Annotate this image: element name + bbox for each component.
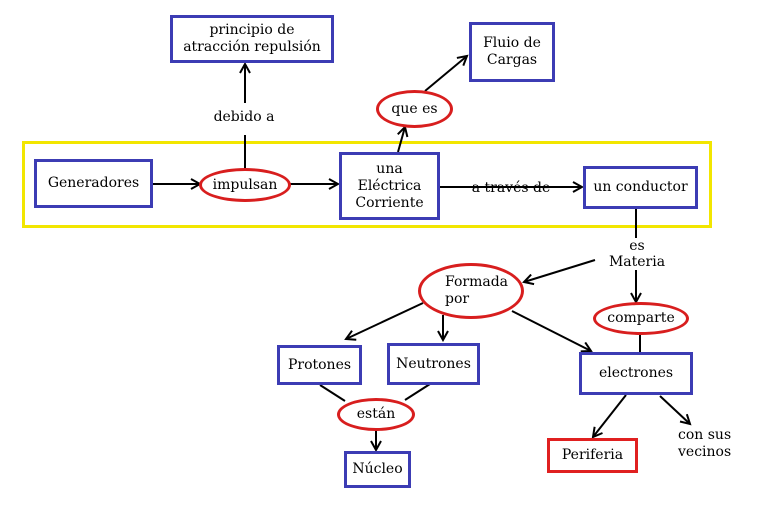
line-protones-estan [319,384,346,402]
node-principio: principio de atracción repulsión [170,15,334,63]
arrow-materia-formada [524,259,596,282]
arrow-quees-flujo [424,56,467,92]
node-conductor: un conductor [583,166,698,209]
label-debido-a: debido a [206,109,282,126]
node-protones: Protones [277,345,362,385]
node-periferia: Periferia [547,438,638,473]
label-a-traves-de: a través de [471,180,551,196]
arrow-corriente-quees [397,127,405,153]
arrow-electrones-periferia [593,394,627,437]
node-generadores: Generadores [34,159,153,208]
label-con-sus-vecinos: con sus vecinos [678,427,746,461]
label-es-materia: es Materia [605,238,669,270]
oval-impulsan: impulsan [199,168,291,202]
highlight-band [22,141,712,228]
line-neutrones-estan [404,383,431,401]
oval-comparte: comparte [593,302,689,335]
arrow-electrones-vecinos [659,395,690,424]
node-corriente-electrica: una Eléctrica Corriente [339,152,440,220]
node-neutrones: Neutrones [387,343,480,385]
arrow-formada-electrones [511,310,591,351]
oval-que-es: que es [376,90,453,128]
oval-formada-por: Formada por [418,263,524,319]
arrow-formada-protones [346,302,424,339]
oval-estan: están [337,398,415,431]
node-nucleo: Núcleo [344,451,411,488]
node-electrones: electrones [579,352,693,395]
node-flujo-de-cargas: Fluio de Cargas [469,22,555,82]
